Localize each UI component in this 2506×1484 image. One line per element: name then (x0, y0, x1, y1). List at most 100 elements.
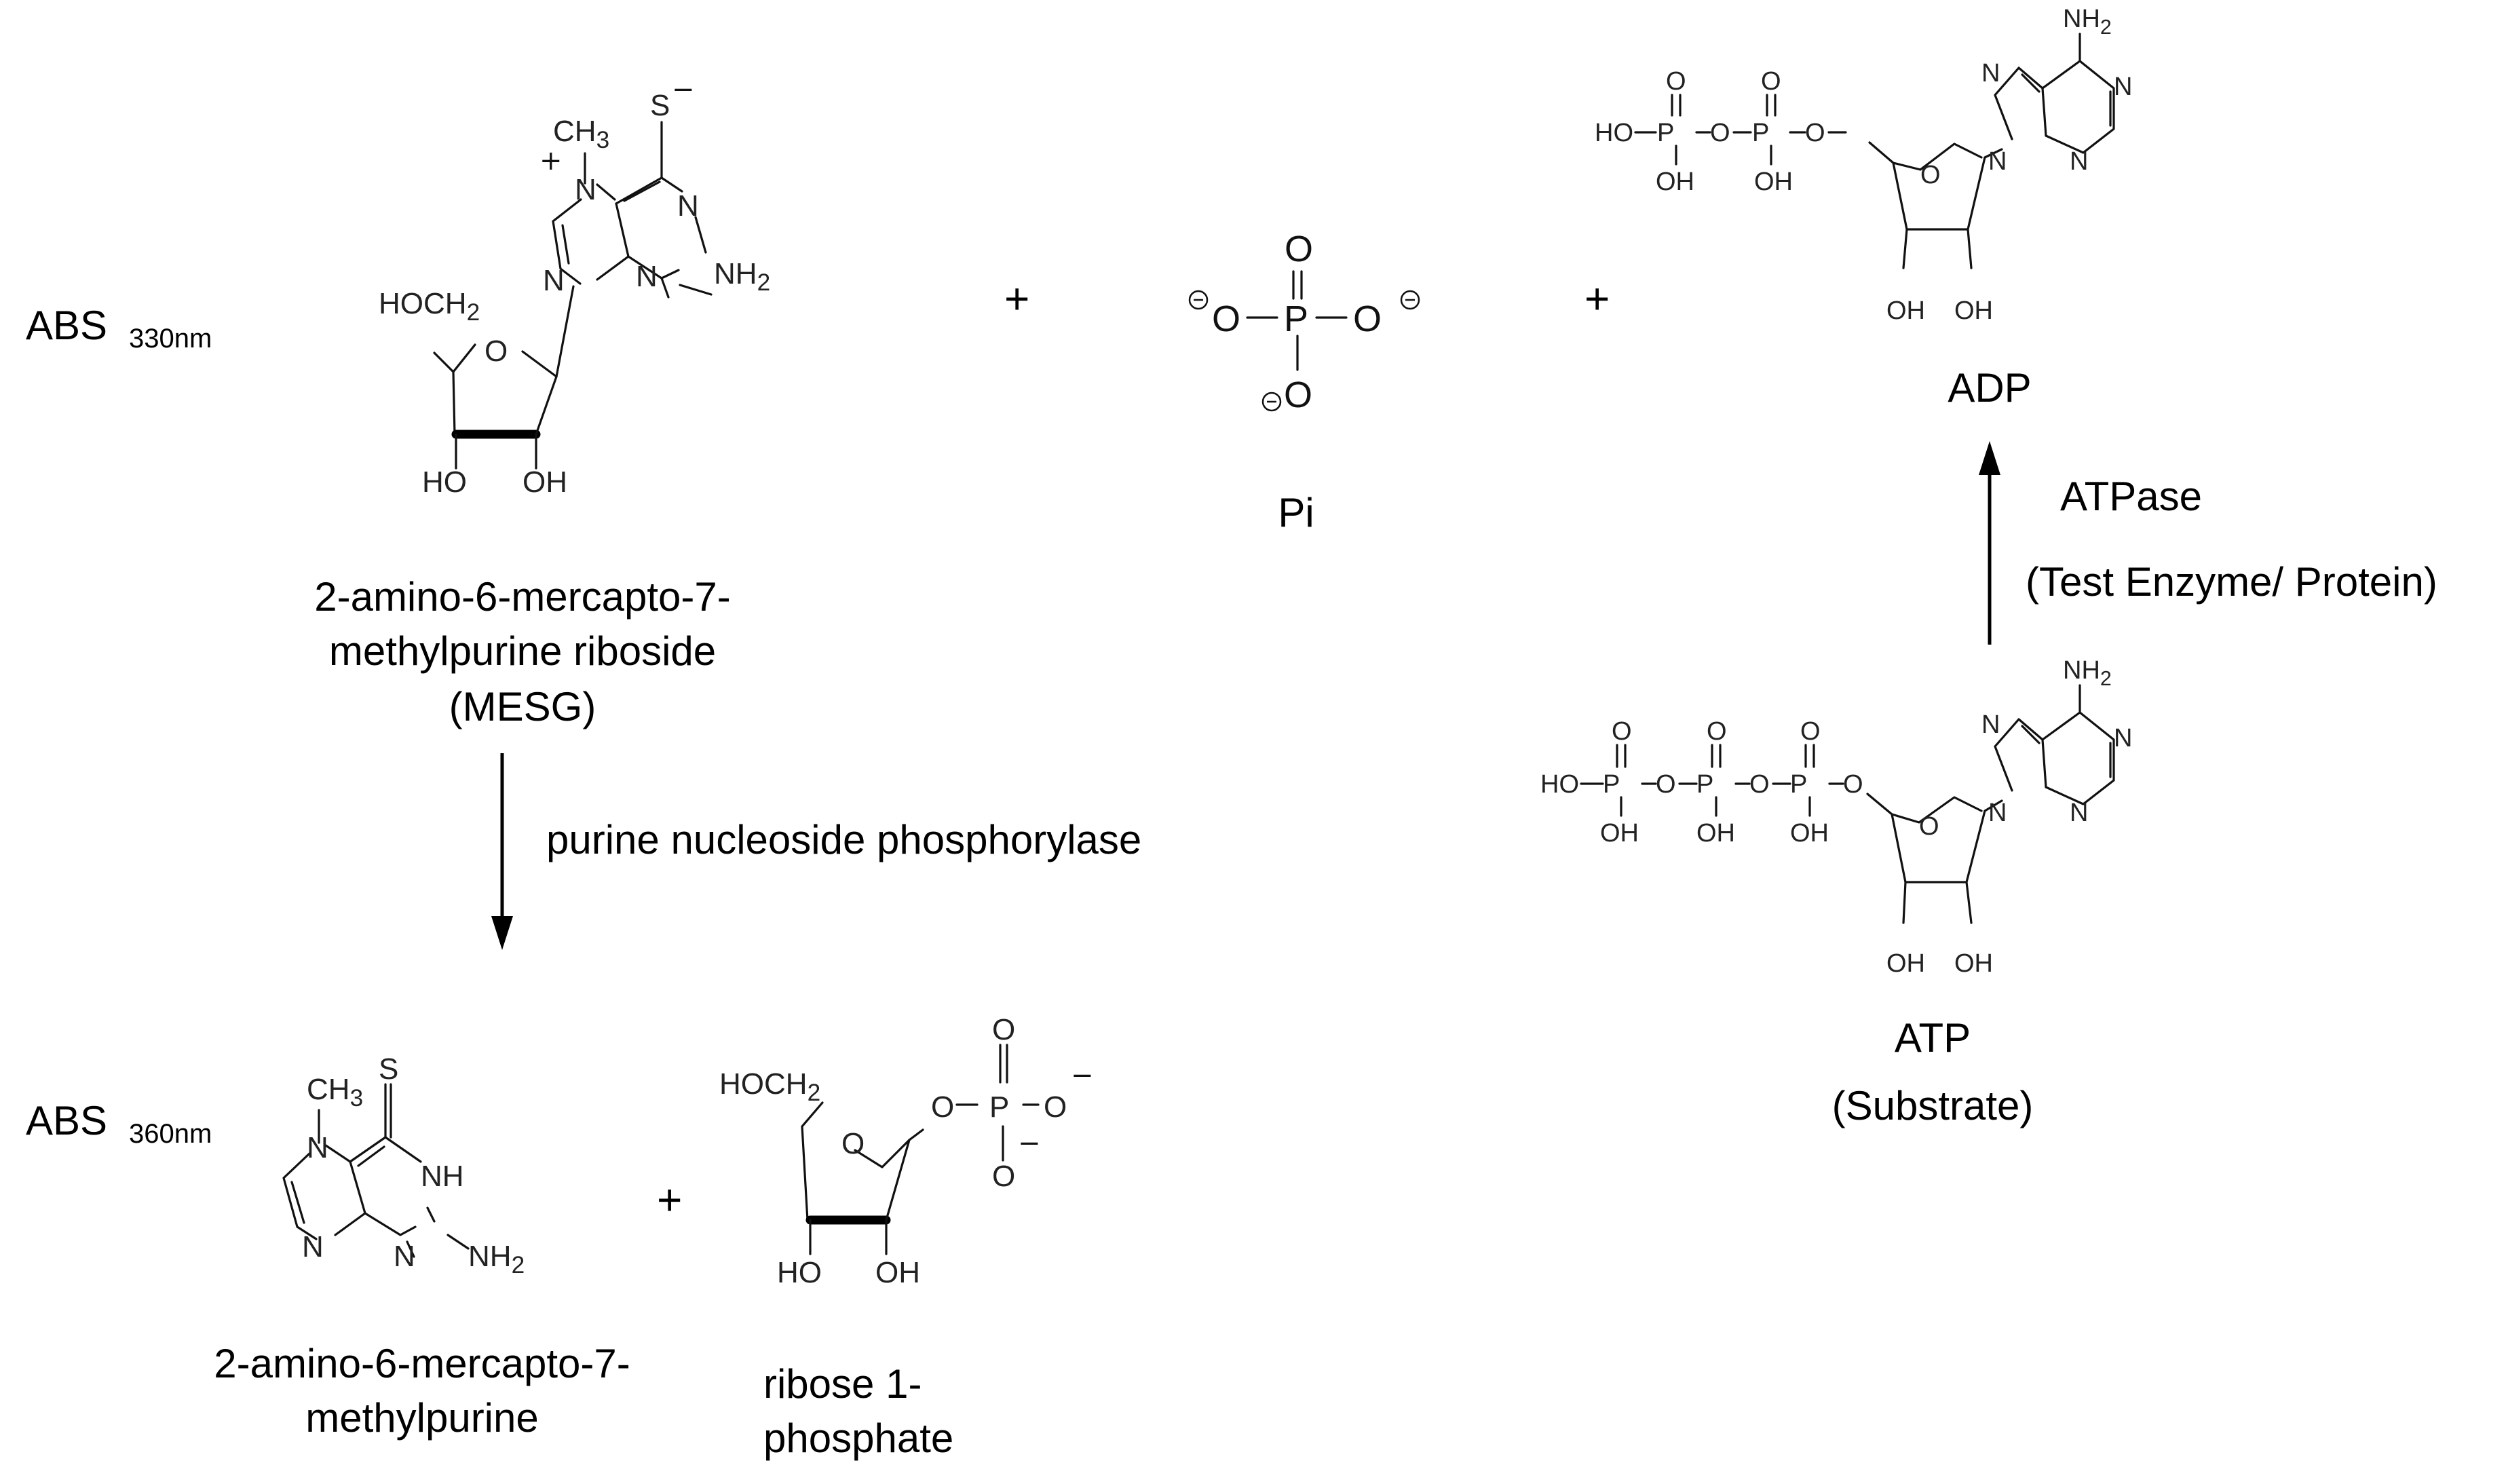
plus-sign-top-2: + (1584, 274, 1610, 323)
svg-text:O: O (1044, 1090, 1067, 1124)
svg-text:O: O (1919, 812, 1939, 841)
svg-text:O: O (1749, 770, 1770, 799)
svg-text:OH: OH (523, 465, 567, 499)
svg-text:360nm: 360nm (129, 1119, 212, 1149)
plus-sign-bottom: + (657, 1175, 682, 1224)
svg-text:HO: HO (1595, 119, 1633, 147)
svg-text:methylpurine riboside: methylpurine riboside (329, 628, 716, 674)
svg-text:N: N (575, 173, 596, 206)
svg-text:O: O (485, 335, 508, 368)
svg-text:ribose 1-: ribose 1- (763, 1361, 922, 1407)
svg-text:N: N (394, 1240, 415, 1273)
svg-text:N: N (1981, 710, 2000, 739)
svg-text:OH: OH (1954, 297, 1993, 325)
adp-label: ADP (1948, 365, 2031, 411)
svg-text:P: P (1696, 770, 1713, 799)
svg-text:P: P (989, 1090, 1009, 1124)
svg-text:N: N (543, 264, 565, 297)
product-purine-structure: S CH3 N NH N N NH2 (282, 1052, 525, 1278)
pnp-enzyme-label: purine nucleoside phosphorylase (546, 817, 1141, 862)
svg-text:N: N (1988, 147, 2007, 176)
svg-text:330nm: 330nm (129, 324, 212, 354)
svg-text:OH: OH (1656, 168, 1694, 196)
svg-text:O: O (1843, 770, 1863, 799)
svg-text:O: O (1656, 770, 1676, 799)
svg-text:NH2: NH2 (468, 1240, 525, 1278)
atp-sublabel: (Substrate) (1832, 1083, 2034, 1128)
svg-text:HOCH2: HOCH2 (379, 287, 480, 326)
svg-text:+: + (539, 145, 563, 176)
svg-text:N: N (307, 1131, 328, 1164)
svg-text:O: O (1761, 67, 1781, 96)
svg-text:N: N (2070, 147, 2088, 176)
svg-text:ABS: ABS (26, 303, 107, 348)
atp-label: ATP (1895, 1015, 1971, 1061)
svg-text:methylpurine: methylpurine (305, 1395, 539, 1441)
svg-text:HO: HO (422, 465, 467, 499)
svg-text:OH: OH (1600, 819, 1639, 848)
svg-text:NH: NH (421, 1160, 464, 1193)
svg-text:O: O (1920, 161, 1941, 189)
svg-text:N: N (636, 260, 658, 293)
svg-text:−: − (672, 74, 695, 105)
abs-360-label: ABS 360nm (26, 1098, 212, 1149)
atp-structure: HO P O O P O O P O O OH OH OH O OH OH N … (1540, 656, 2132, 978)
svg-text:(MESG): (MESG) (449, 684, 596, 729)
svg-text:N: N (302, 1230, 324, 1263)
svg-text:P: P (1790, 770, 1807, 799)
abs-330-label: ABS 330nm (26, 303, 212, 354)
svg-text:OH: OH (1790, 819, 1829, 848)
atpase-label: ATPase (2060, 474, 2202, 519)
svg-text:O: O (1707, 717, 1727, 746)
svg-text:OH: OH (875, 1256, 920, 1289)
adp-structure: HO P O O P O O OH OH O OH OH N N N N NH2 (1595, 5, 2132, 325)
svg-text:O: O (1284, 375, 1312, 415)
svg-text:NH2: NH2 (714, 257, 770, 296)
svg-text:N: N (1988, 799, 2007, 827)
svg-text:O: O (992, 1160, 1015, 1193)
svg-text:P: P (1603, 770, 1620, 799)
svg-text:N: N (677, 189, 699, 223)
svg-text:HO: HO (777, 1256, 822, 1289)
svg-text:O: O (1353, 299, 1382, 339)
svg-text:OH: OH (1696, 819, 1735, 848)
svg-text:CH3: CH3 (307, 1073, 363, 1111)
atpase-arrow (1979, 441, 2000, 645)
svg-text:OH: OH (1954, 949, 1993, 978)
ribose-1-phosphate-structure: HOCH2 O O P O O − − O HO OH (719, 1013, 1094, 1289)
svg-text:O: O (931, 1090, 954, 1124)
svg-text:OH: OH (1886, 949, 1925, 978)
plus-sign-top-1: + (1004, 274, 1029, 323)
svg-text:CH3: CH3 (553, 115, 609, 153)
svg-text:N: N (1981, 59, 2000, 88)
svg-text:phosphate: phosphate (763, 1415, 953, 1461)
svg-text:ABS: ABS (26, 1098, 107, 1143)
svg-text:OH: OH (1886, 297, 1925, 325)
svg-text:O: O (841, 1127, 865, 1160)
ribose-phosphate-name: ribose 1- phosphate (763, 1361, 953, 1461)
svg-text:O: O (1612, 717, 1632, 746)
svg-text:−: − (1071, 1060, 1094, 1091)
pi-structure: O P O O O (1188, 229, 1420, 415)
atpase-sublabel: (Test Enzyme/ Protein) (2026, 559, 2437, 605)
svg-text:2-amino-6-mercapto-7-: 2-amino-6-mercapto-7- (214, 1341, 630, 1386)
svg-text:N: N (2114, 724, 2132, 753)
mesg-structure: N + CH3 S − N N N NH2 HOCH2 O HO OH (379, 74, 770, 499)
svg-text:O: O (1805, 119, 1825, 147)
svg-text:OH: OH (1754, 168, 1793, 196)
svg-text:NH2: NH2 (2063, 5, 2112, 39)
svg-text:−: − (1018, 1128, 1041, 1159)
svg-text:2-amino-6-mercapto-7-: 2-amino-6-mercapto-7- (314, 574, 731, 620)
svg-text:O: O (1666, 67, 1686, 96)
svg-text:NH2: NH2 (2063, 656, 2112, 690)
svg-text:N: N (2114, 73, 2132, 101)
svg-text:P: P (1657, 119, 1674, 147)
mesg-name: 2-amino-6-mercapto-7- methylpurine ribos… (314, 574, 731, 729)
svg-text:S: S (379, 1052, 398, 1086)
pnp-arrow (491, 753, 513, 950)
svg-text:O: O (1212, 299, 1240, 339)
svg-text:O: O (1710, 119, 1730, 147)
product-purine-name: 2-amino-6-mercapto-7- methylpurine (214, 1341, 630, 1441)
svg-text:O: O (992, 1013, 1015, 1046)
svg-text:N: N (2070, 799, 2088, 827)
